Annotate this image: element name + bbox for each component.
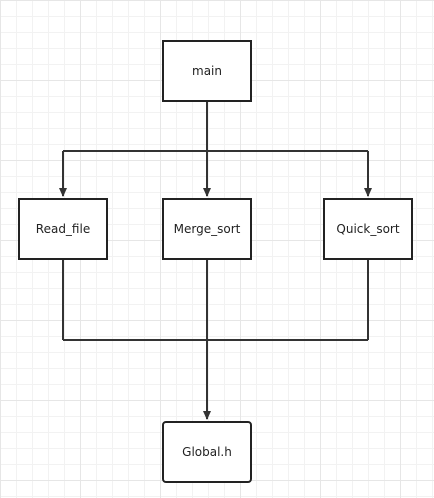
node-main-label: main (192, 64, 222, 78)
node-read-file[interactable]: Read_file (18, 198, 108, 260)
node-global-h[interactable]: Global.h (162, 421, 252, 483)
node-quick-sort[interactable]: Quick_sort (323, 198, 413, 260)
node-quick-sort-label: Quick_sort (336, 222, 400, 236)
node-read-file-label: Read_file (35, 222, 91, 236)
node-main[interactable]: main (162, 40, 252, 102)
node-merge-sort[interactable]: Merge_sort (162, 198, 252, 260)
node-merge-sort-label: Merge_sort (173, 222, 241, 236)
node-global-h-label: Global.h (182, 445, 232, 459)
